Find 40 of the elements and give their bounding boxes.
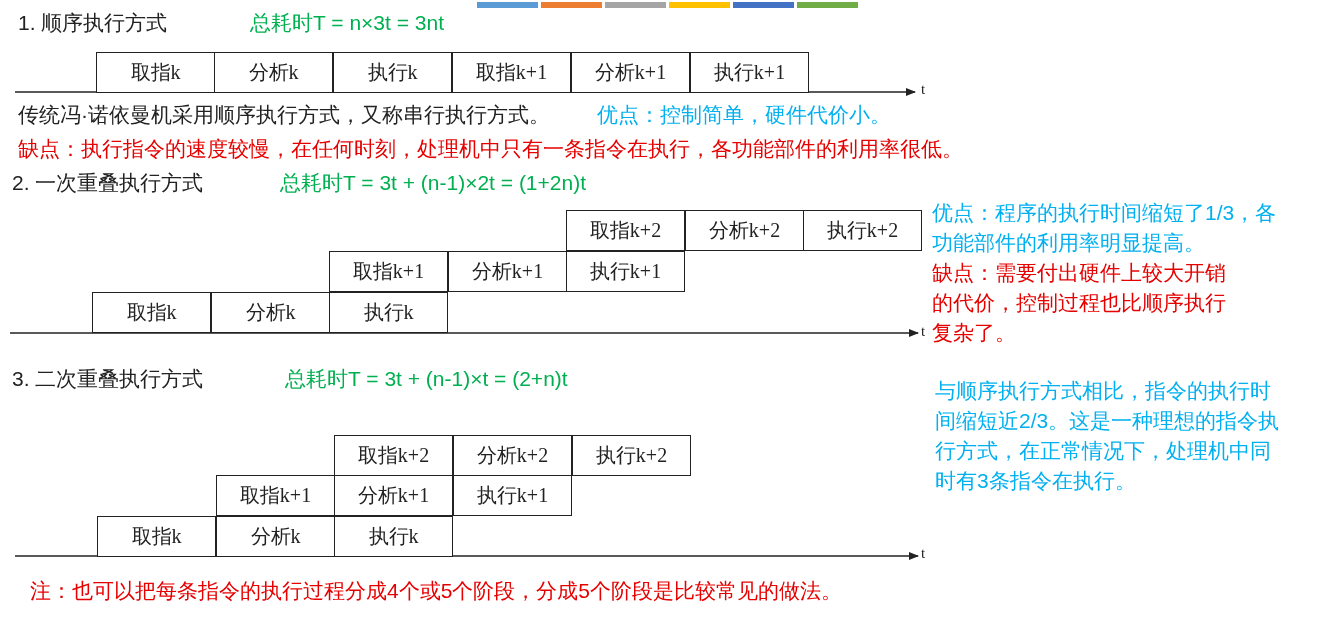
stage-box: 执行k+2 (572, 435, 691, 476)
stage-box: 取指k (92, 292, 211, 333)
section-heading: 1. 顺序执行方式 (18, 10, 168, 36)
stage-box: 分析k+1 (448, 251, 567, 292)
stage-box: 分析k+2 (453, 435, 572, 476)
stage-box: 分析k+1 (334, 475, 453, 516)
formula: 总耗时T = n×3t = 3nt (250, 10, 444, 36)
formula: 总耗时T = 3t + (n-1)×2t = (1+2n)t (280, 170, 586, 196)
stage-box: 执行k+1 (566, 251, 685, 292)
note: 注：也可以把每条指令的执行过程分成4个或5个阶段，分成5个阶段是比较常见的做法。 (30, 578, 843, 604)
axis-label: t (921, 322, 926, 341)
stage-box: 取指k+2 (566, 210, 685, 251)
stage-box: 取指k+1 (452, 52, 571, 93)
stage-box: 执行k+2 (803, 210, 922, 251)
stage-box: 执行k+1 (453, 475, 572, 516)
section-heading: 2. 一次重叠执行方式 (12, 170, 204, 196)
stage-box: 执行k (334, 516, 453, 557)
formula: 总耗时T = 3t + (n-1)×t = (2+n)t (285, 366, 568, 392)
stage-box: 取指k (97, 516, 216, 557)
stage-box: 取指k+2 (334, 435, 453, 476)
note: 优点：控制简单，硬件代价小。 (597, 102, 891, 128)
note: 优点：程序的执行时间缩短了1/3，各功能部件的利用率明显提高。 (932, 200, 1278, 256)
section-heading: 3. 二次重叠执行方式 (12, 366, 204, 392)
stage-box: 执行k (329, 292, 448, 333)
stage-box: 分析k (211, 292, 330, 333)
stage-box: 分析k+1 (571, 52, 690, 93)
stage-box: 分析k (214, 52, 333, 93)
description: 传统冯·诺依曼机采用顺序执行方式，又称串行执行方式。 (18, 102, 550, 128)
axis-label: t (921, 544, 926, 563)
stage-box: 执行k+1 (690, 52, 809, 93)
stage-box: 取指k+1 (329, 251, 448, 292)
stage-box: 取指k+1 (216, 475, 335, 516)
stage-box: 分析k+2 (685, 210, 804, 251)
stage-box: 取指k (96, 52, 215, 93)
note: 缺点：执行指令的速度较慢，在任何时刻，处理机中只有一条指令在执行，各功能部件的利用率很低。 (18, 136, 963, 162)
stage-box: 分析k (216, 516, 335, 557)
note: 缺点：需要付出硬件上较大开销的代价，控制过程也比顺序执行复杂了。 (932, 260, 1227, 346)
note: 与顺序执行方式相比，指令的执行时间缩短近2/3。这是一种理想的指令执行方式，在正常情况下，处理机中同时有3条指令在执行。 (935, 378, 1280, 494)
stage-box: 执行k (333, 52, 452, 93)
axis-label: t (921, 80, 926, 99)
